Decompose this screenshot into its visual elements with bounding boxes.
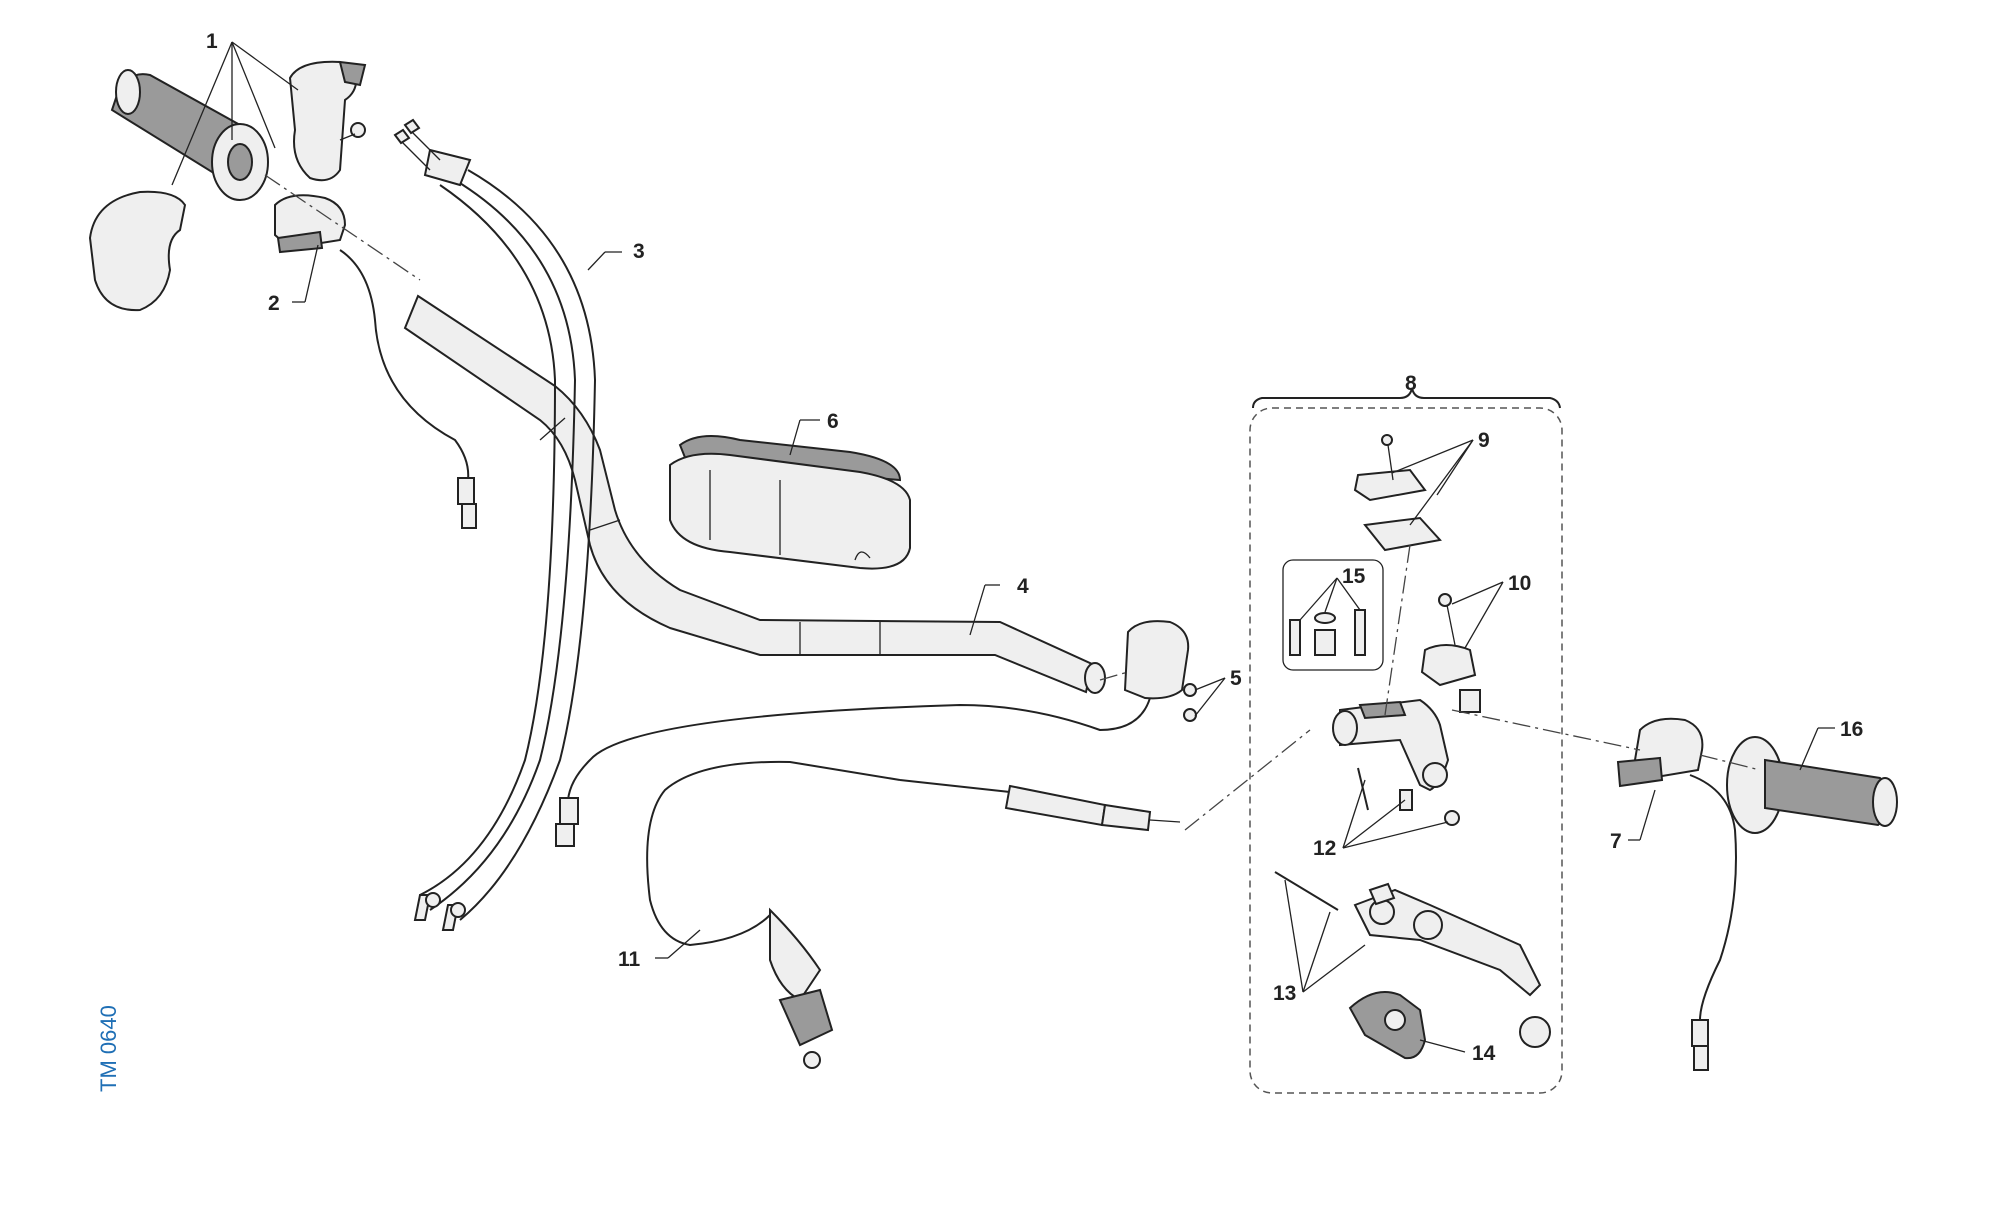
callout-16: 16 [1840, 718, 1863, 741]
callout-8: 8 [1405, 372, 1417, 395]
callout-15: 15 [1342, 565, 1366, 588]
clutch-hose-assembly [646, 760, 1181, 1069]
assembly-axis-lines [264, 174, 1761, 831]
right-grip [1726, 736, 1898, 834]
callout-5: 5 [1230, 667, 1242, 690]
drawing-code: TM 0640 [96, 1005, 121, 1092]
right-control-housing [1616, 717, 1737, 1071]
left-switch-assembly [274, 194, 477, 529]
callout-11: 11 [618, 948, 641, 971]
throttle-cables [393, 118, 597, 931]
throttle-grip-assembly [88, 60, 367, 312]
callout-2: 2 [268, 292, 280, 315]
handlebar [403, 294, 1106, 694]
master-cylinder-group [1249, 387, 1563, 1094]
handlebar-pad [669, 435, 911, 570]
callout-4: 4 [1017, 575, 1029, 598]
callout-3: 3 [633, 240, 645, 263]
callout-6: 6 [827, 410, 839, 433]
callout-14: 14 [1472, 1042, 1496, 1065]
callout-9: 9 [1478, 429, 1490, 452]
callout-7: 7 [1610, 830, 1622, 853]
callout-labels: 1 2 3 4 5 6 7 8 9 10 11 12 13 14 15 16 [206, 30, 1863, 1065]
callout-12: 12 [1313, 837, 1336, 860]
leader-lines [171, 41, 1835, 1053]
right-switch [555, 620, 1197, 847]
callout-13: 13 [1273, 982, 1296, 1005]
callout-10: 10 [1508, 572, 1531, 595]
callout-1: 1 [206, 30, 218, 53]
